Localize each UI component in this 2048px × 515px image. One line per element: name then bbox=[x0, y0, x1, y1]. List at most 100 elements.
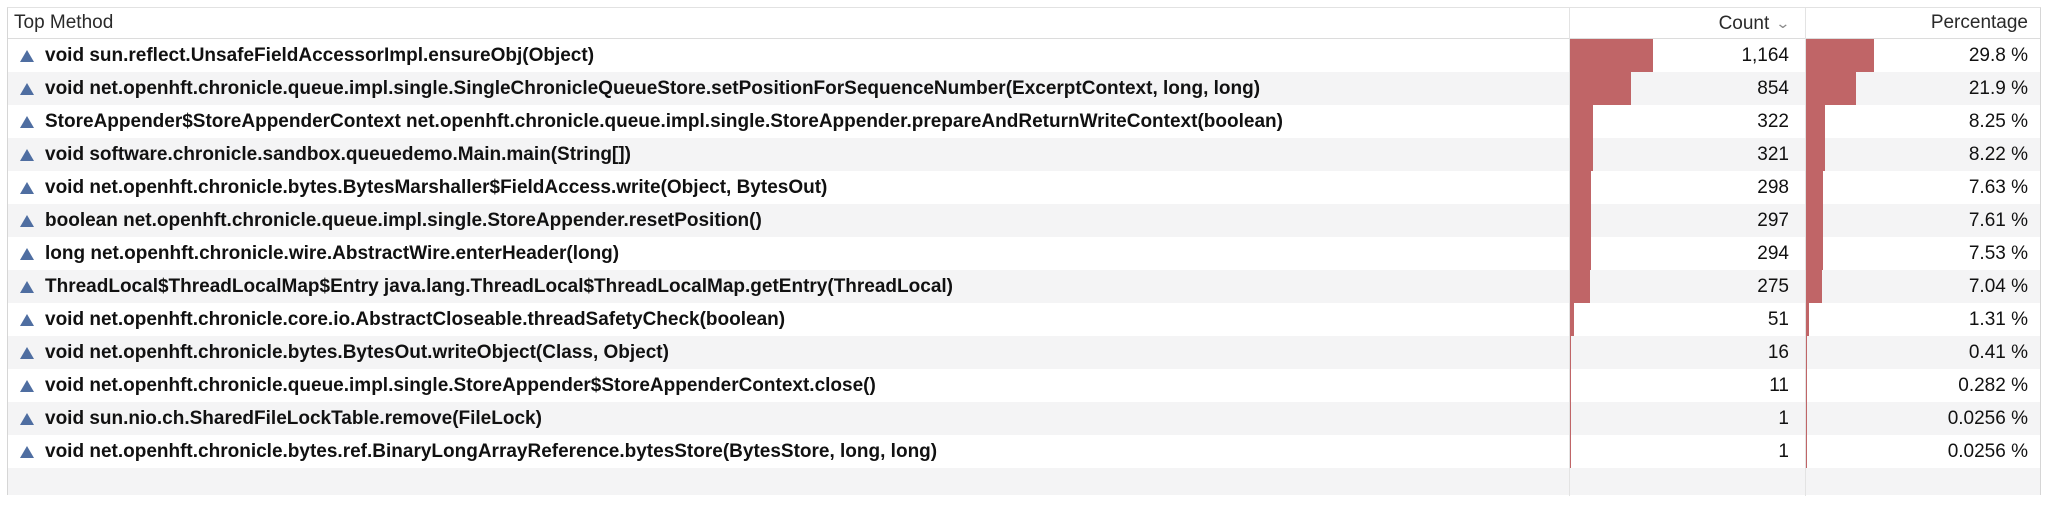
count-cell: 11 bbox=[1569, 369, 1805, 402]
method-cell: void net.openhft.chronicle.bytes.BytesMa… bbox=[8, 171, 1569, 204]
table-row[interactable]: void net.openhft.chronicle.bytes.BytesMa… bbox=[8, 171, 2040, 204]
method-name: void net.openhft.chronicle.bytes.BytesMa… bbox=[45, 177, 828, 198]
method-name: void net.openhft.chronicle.bytes.BytesOu… bbox=[45, 342, 669, 363]
percentage-value: 7.61 % bbox=[1968, 210, 2028, 231]
count-bar bbox=[1570, 336, 1571, 369]
count-value: 297 bbox=[1757, 210, 1789, 231]
count-value: 275 bbox=[1757, 276, 1789, 297]
percentage-value: 0.0256 % bbox=[1947, 408, 2028, 429]
column-header-percentage[interactable]: Percentage bbox=[1805, 8, 2042, 38]
table-row[interactable]: void net.openhft.chronicle.queue.impl.si… bbox=[8, 72, 2040, 105]
method-cell: void sun.reflect.UnsafeFieldAccessorImpl… bbox=[8, 39, 1569, 72]
count-cell: 321 bbox=[1569, 138, 1805, 171]
method-triangle-icon bbox=[20, 215, 34, 227]
column-header-count-label: Count bbox=[1718, 13, 1770, 34]
method-name: long net.openhft.chronicle.wire.Abstract… bbox=[45, 243, 620, 264]
method-name: void net.openhft.chronicle.core.io.Abstr… bbox=[45, 309, 786, 330]
table-row[interactable]: void sun.nio.ch.SharedFileLockTable.remo… bbox=[8, 402, 2040, 435]
table-row[interactable]: void net.openhft.chronicle.queue.impl.si… bbox=[8, 369, 2040, 402]
percentage-cell: 0.41 % bbox=[1805, 336, 2042, 369]
percentage-bar bbox=[1806, 171, 1823, 204]
count-bar bbox=[1570, 171, 1591, 204]
count-cell: 854 bbox=[1569, 72, 1805, 105]
count-cell: 1 bbox=[1569, 402, 1805, 435]
table-row[interactable]: boolean net.openhft.chronicle.queue.impl… bbox=[8, 204, 2040, 237]
table-header: Top Method Count⌄ Percentage bbox=[8, 8, 2040, 39]
count-bar bbox=[1570, 402, 1571, 435]
count-value: 322 bbox=[1757, 111, 1789, 132]
percentage-bar bbox=[1806, 72, 1856, 105]
percentage-bar bbox=[1806, 237, 1823, 270]
percentage-cell: 1.31 % bbox=[1805, 303, 2042, 336]
count-value: 1 bbox=[1778, 408, 1789, 429]
percentage-value: 8.22 % bbox=[1968, 144, 2028, 165]
count-value: 51 bbox=[1767, 309, 1789, 330]
count-cell: 298 bbox=[1569, 171, 1805, 204]
count-value: 294 bbox=[1757, 243, 1789, 264]
column-divider[interactable] bbox=[1569, 8, 1570, 496]
table-row[interactable]: void sun.reflect.UnsafeFieldAccessorImpl… bbox=[8, 39, 2040, 72]
method-cell: void net.openhft.chronicle.queue.impl.si… bbox=[8, 72, 1569, 105]
count-bar bbox=[1570, 369, 1571, 402]
method-triangle-icon bbox=[20, 50, 34, 62]
column-divider[interactable] bbox=[1805, 8, 1806, 496]
method-triangle-icon bbox=[20, 446, 34, 458]
method-name: void net.openhft.chronicle.queue.impl.si… bbox=[45, 78, 1261, 99]
table-row[interactable]: StoreAppender$StoreAppenderContext net.o… bbox=[8, 105, 2040, 138]
count-cell: 51 bbox=[1569, 303, 1805, 336]
table-row[interactable]: void net.openhft.chronicle.bytes.ref.Bin… bbox=[8, 435, 2040, 468]
column-header-count[interactable]: Count⌄ bbox=[1569, 8, 1805, 38]
count-bar bbox=[1570, 303, 1574, 336]
count-cell: 275 bbox=[1569, 270, 1805, 303]
table-row[interactable]: void net.openhft.chronicle.core.io.Abstr… bbox=[8, 303, 2040, 336]
method-triangle-icon bbox=[20, 281, 34, 293]
count-cell: 1 bbox=[1569, 435, 1805, 468]
percentage-cell: 8.25 % bbox=[1805, 105, 2042, 138]
method-cell: void sun.nio.ch.SharedFileLockTable.remo… bbox=[8, 402, 1569, 435]
percentage-cell: 7.63 % bbox=[1805, 171, 2042, 204]
method-name: ThreadLocal$ThreadLocalMap$Entry java.la… bbox=[45, 276, 953, 297]
percentage-bar bbox=[1806, 435, 1807, 468]
method-cell: ThreadLocal$ThreadLocalMap$Entry java.la… bbox=[8, 270, 1569, 303]
percentage-cell: 0.0256 % bbox=[1805, 402, 2042, 435]
top-method-table: Top Method Count⌄ Percentage void sun.re… bbox=[7, 7, 2041, 496]
method-triangle-icon bbox=[20, 413, 34, 425]
count-value: 854 bbox=[1757, 78, 1789, 99]
method-name: boolean net.openhft.chronicle.queue.impl… bbox=[45, 210, 762, 231]
percentage-cell: 0.0256 % bbox=[1805, 435, 2042, 468]
percentage-bar bbox=[1806, 402, 1807, 435]
count-bar bbox=[1570, 237, 1591, 270]
method-triangle-icon bbox=[20, 380, 34, 392]
table-row[interactable]: void software.chronicle.sandbox.queuedem… bbox=[8, 138, 2040, 171]
method-triangle-icon bbox=[20, 149, 34, 161]
count-value: 1,164 bbox=[1741, 45, 1789, 66]
count-value: 321 bbox=[1757, 144, 1789, 165]
table-row[interactable]: void net.openhft.chronicle.bytes.BytesOu… bbox=[8, 336, 2040, 369]
method-cell: void net.openhft.chronicle.bytes.ref.Bin… bbox=[8, 435, 1569, 468]
percentage-cell: 29.8 % bbox=[1805, 39, 2042, 72]
percentage-value: 8.25 % bbox=[1968, 111, 2028, 132]
count-bar bbox=[1570, 435, 1571, 468]
method-cell: StoreAppender$StoreAppenderContext net.o… bbox=[8, 105, 1569, 138]
table-row[interactable]: long net.openhft.chronicle.wire.Abstract… bbox=[8, 237, 2040, 270]
method-triangle-icon bbox=[20, 116, 34, 128]
percentage-value: 1.31 % bbox=[1968, 309, 2028, 330]
method-cell: void software.chronicle.sandbox.queuedem… bbox=[8, 138, 1569, 171]
percentage-value: 0.0256 % bbox=[1947, 441, 2028, 462]
column-header-top-method[interactable]: Top Method bbox=[8, 8, 1569, 38]
count-bar bbox=[1570, 105, 1593, 138]
percentage-value: 7.04 % bbox=[1968, 276, 2028, 297]
method-cell: void net.openhft.chronicle.core.io.Abstr… bbox=[8, 303, 1569, 336]
percentage-bar bbox=[1806, 39, 1874, 72]
method-name: void sun.reflect.UnsafeFieldAccessorImpl… bbox=[45, 45, 595, 66]
column-header-percentage-label: Percentage bbox=[1930, 12, 2028, 33]
percentage-bar bbox=[1806, 270, 1822, 303]
method-cell: long net.openhft.chronicle.wire.Abstract… bbox=[8, 237, 1569, 270]
percentage-cell: 8.22 % bbox=[1805, 138, 2042, 171]
table-row[interactable]: ThreadLocal$ThreadLocalMap$Entry java.la… bbox=[8, 270, 2040, 303]
percentage-value: 21.9 % bbox=[1968, 78, 2028, 99]
percentage-cell: 0.282 % bbox=[1805, 369, 2042, 402]
count-cell: 16 bbox=[1569, 336, 1805, 369]
percentage-bar bbox=[1806, 105, 1825, 138]
count-bar bbox=[1570, 138, 1593, 171]
